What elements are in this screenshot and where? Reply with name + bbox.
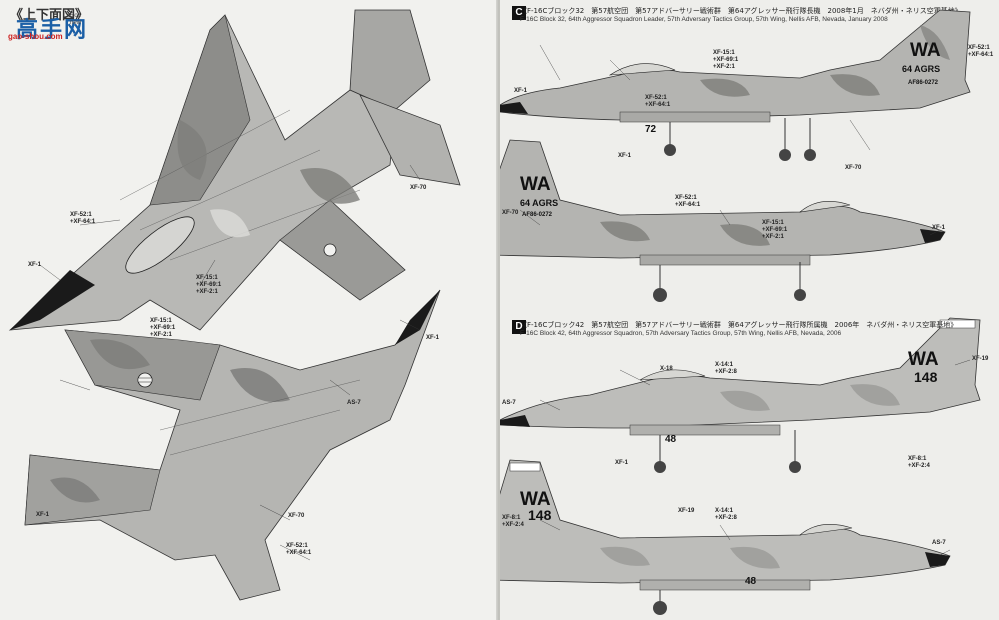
d-tail-number-top: 148 [914, 369, 938, 385]
book-gutter [496, 0, 502, 620]
c-tail-unit-top: 64 AGRS [902, 64, 940, 74]
callout-xf1-top: XF-1 [28, 262, 42, 268]
callout-xf52-bottom: XF-52:1 +XF-64:1 [286, 543, 312, 556]
c-callout-xf1-c: XF-1 [932, 225, 946, 231]
right-leader-lines [519, 44, 971, 556]
d-callout-x14: X-14:1 +XF-2:8 [715, 362, 737, 375]
d-callout-x14-b: X-14:1 +XF-2:8 [715, 508, 737, 521]
d-tail-code-top: WA [908, 349, 939, 370]
callout-as7: AS-7 [347, 400, 361, 406]
section-d-title-en: F-16C Block 42, 64th Aggressor Squadron,… [520, 330, 842, 337]
section-d-profile-right: WA 148 48 [500, 459, 951, 615]
c-tail-unit-bottom: 64 AGRS [520, 198, 558, 208]
d-callout-xf19-b: XF-19 [678, 508, 695, 514]
c-callout-xf52: XF-52:1 +XF-64:1 [645, 95, 671, 108]
callout-xf15-top: XF-15:1 +XF-69:1 +XF-2:1 [196, 275, 222, 295]
callout-xf1-bottom: XF-1 [36, 512, 50, 518]
d-callout-xf8: XF-8:1 +XF-2:4 [908, 456, 930, 469]
c-nose-number: 72 [645, 124, 657, 135]
d-callout-xf1: XF-1 [615, 460, 629, 466]
bottom-view-aircraft [24, 243, 441, 601]
callout-xf70-top: XF-70 [410, 185, 427, 191]
top-view-aircraft [8, 9, 461, 331]
d-tail-code-bottom: WA [520, 489, 551, 510]
section-c-title-en: F-16C Block 32, 64th Aggressor Squadron … [520, 16, 888, 23]
planform-drawings [8, 9, 461, 601]
logo-mark: 《上下面図》 [10, 7, 89, 22]
c-callout-xf1-b: XF-1 [618, 153, 632, 159]
d-callout-as7-b: AS-7 [932, 540, 946, 546]
logo-tag: Rolt new [70, 13, 82, 26]
section-c-title-jp: 《F-16Cブロック32 第57航空団 第57アドバーサリー戦術群 第64アグレ… [520, 7, 962, 15]
c-callout-xf52-c: XF-52:1 +XF-64:1 [675, 195, 701, 208]
c-tail-code-bottom: WA [520, 174, 551, 195]
right-page-profile-views: C 《F-16Cブロック32 第57航空団 第57アドバーサリー戦術群 第64ア… [500, 0, 999, 620]
section-d-badge: D [512, 320, 526, 334]
left-page-planform-views: 《上下面図》 高手网 gao-shou.com Rolt new [0, 0, 499, 620]
d-nose-number: 48 [665, 434, 677, 445]
d-tail-number-bottom: 148 [528, 507, 552, 523]
c-tail-code-top: WA [910, 40, 941, 61]
c-callout-xf52-b: XF-52:1 +XF-64:1 [968, 45, 994, 58]
logo-url: gao-shou.com [8, 32, 63, 41]
c-callout-xf1-a: XF-1 [514, 88, 528, 94]
callout-xf70-bottom: XF-70 [288, 513, 305, 519]
d-callout-x18: X-18 [660, 366, 673, 372]
callout-xf52-top: XF-52:1 +XF-64:1 [70, 212, 96, 225]
leader-lines [39, 164, 421, 561]
c-callout-xf70-b: XF-70 [502, 210, 519, 216]
section-c-badge: C [512, 6, 526, 20]
d-callout-xf19: XF-19 [972, 356, 989, 362]
c-callout-xf70: XF-70 [845, 165, 862, 171]
section-c-profile-right: WA 64 AGRS AF86-0272 [500, 139, 946, 302]
section-d-profile-left: WA 148 48 [500, 317, 981, 473]
c-serial-bottom: AF86-0272 [522, 212, 553, 218]
c-callout-xf15: XF-15:1 +XF-69:1 +XF-2:1 [713, 50, 739, 70]
profile-drawings: WA 64 AGRS AF86-0272 72 WA 64 AGRS AF86-… [500, 9, 981, 615]
section-d-title-jp: 《F-16Cブロック42 第57航空団 第57アドバーサリー戦術群 第64アグレ… [520, 321, 958, 329]
callout-xf1-mid: XF-1 [426, 335, 440, 341]
c-serial-top: AF86-0272 [908, 80, 939, 86]
callout-xf15-bottom: XF-15:1 +XF-69:1 +XF-2:1 [150, 318, 176, 338]
logo-site-name: 高手网 [16, 18, 89, 43]
d-callout-as7-a: AS-7 [502, 400, 516, 406]
d-nose-number-bottom: 48 [745, 576, 757, 587]
c-callout-xf15-b: XF-15:1 +XF-69:1 +XF-2:1 [762, 220, 788, 240]
section-c-profile-left: WA 64 AGRS AF86-0272 72 [500, 9, 971, 161]
d-callout-xf8-b: XF-8:1 +XF-2:4 [502, 515, 524, 528]
site-logo[interactable]: 《上下面図》 高手网 gao-shou.com Rolt new [4, 2, 96, 43]
